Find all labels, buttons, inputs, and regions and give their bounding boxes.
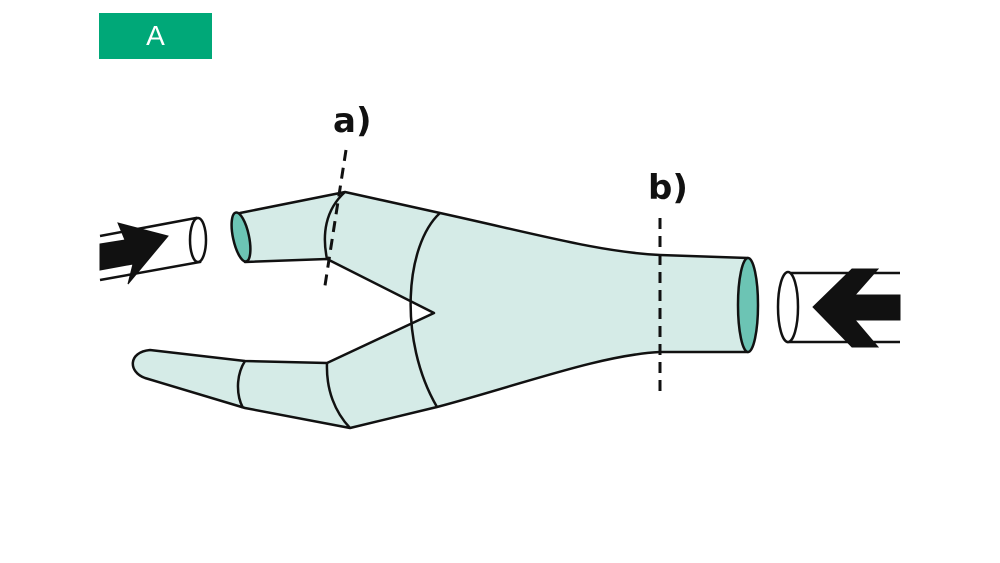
y-connector-body [131,190,750,430]
cut-line-a [322,149,348,293]
arrow-left-icon [812,268,901,348]
upper-arm-opening [230,211,252,263]
label-b: b) [648,168,688,208]
main-opening [736,256,760,354]
seam-upper-arm [323,191,346,260]
seam-main [409,212,441,408]
arrow-right-icon [99,222,169,285]
panel-label-badge: A [99,13,212,59]
label-a: a) [333,101,371,141]
seam-lower-arm-1 [236,360,247,409]
seam-lower-arm-2 [325,362,351,429]
